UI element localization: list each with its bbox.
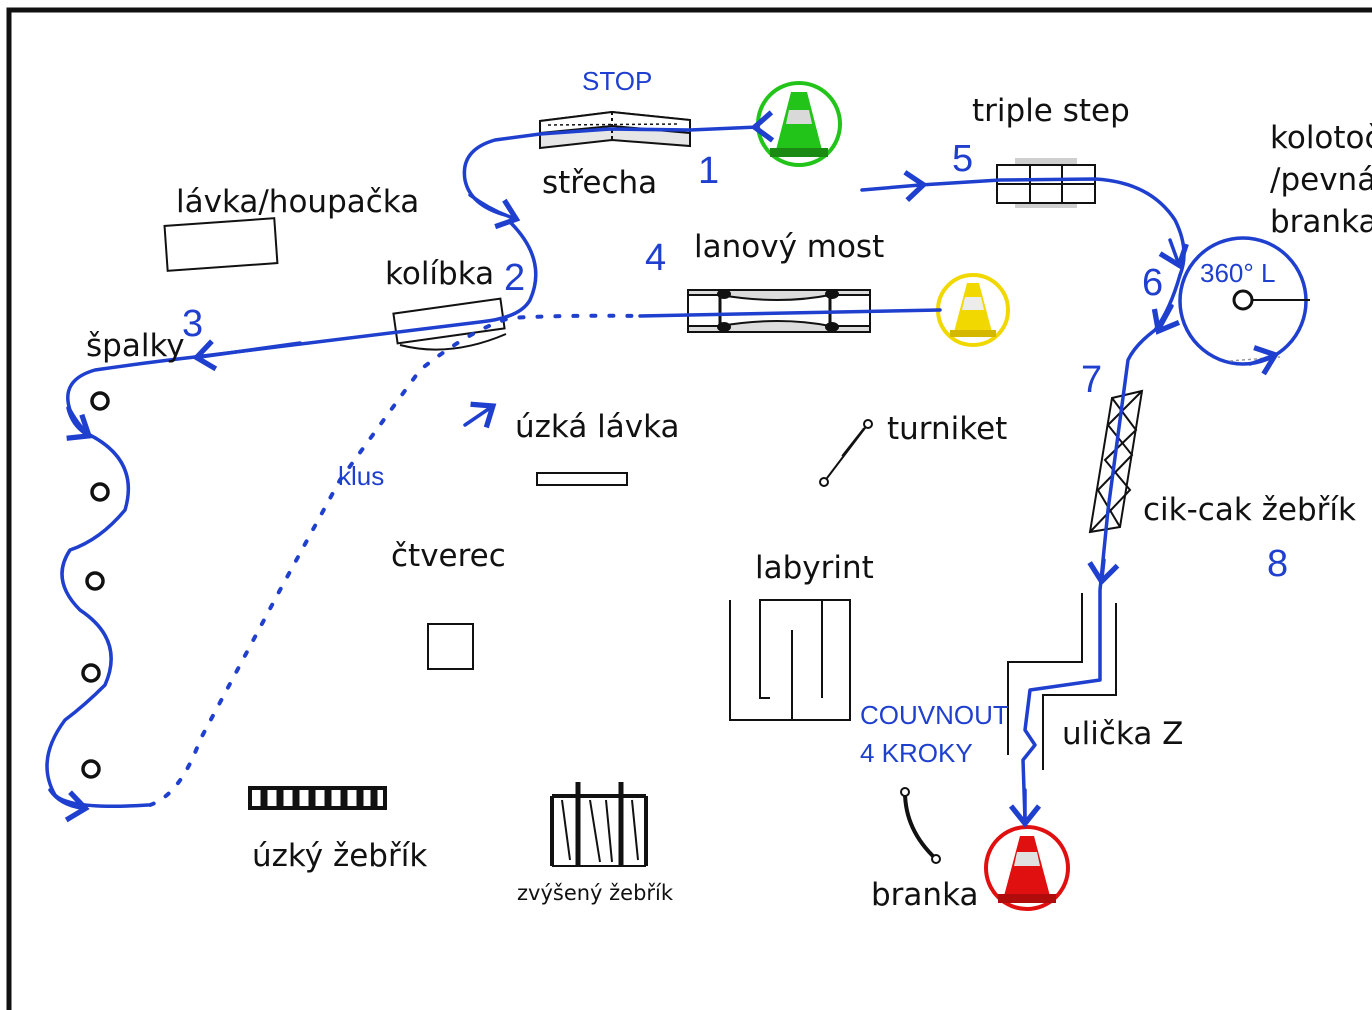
rotation-note: 360° L (1200, 258, 1275, 288)
zvyseny-zebrik-label: zvýšený žebřík (517, 881, 674, 905)
ctverec-label: čtverec (391, 538, 506, 574)
checkpoint-cone (936, 273, 1010, 347)
kolibka-label: kolíbka (385, 256, 494, 292)
turniket-obstacle (819, 419, 873, 487)
ulicka-z-label: ulička Z (1062, 716, 1183, 752)
step-number-5: 5 (952, 138, 973, 180)
lanovy-most-obstacle (687, 289, 871, 333)
step-number-4: 4 (645, 237, 666, 279)
uzka-lavka-label: úzká lávka (515, 409, 680, 445)
lanovy-most-label: lanový most (694, 229, 884, 265)
zvyseny-zebrik-obstacle (550, 782, 648, 867)
labyrint-obstacle (729, 599, 851, 721)
triple-step-obstacle (996, 158, 1096, 208)
labyrint-label: labyrint (755, 550, 874, 586)
lavka-houpacka-obstacle (163, 217, 279, 272)
step-number-6: 6 (1142, 262, 1163, 304)
finish-cone (984, 825, 1070, 911)
strecha-label: střecha (542, 165, 657, 201)
uzky-zebrik-obstacle (248, 786, 387, 810)
branka-obstacle (900, 787, 941, 864)
uzka-lavka-obstacle (536, 472, 628, 486)
stop-label-text: STOP (582, 66, 652, 96)
kolotoc-label-2: /pevná (1270, 162, 1372, 198)
ctverec-obstacle (427, 623, 474, 670)
step-number-3: 3 (182, 303, 203, 345)
spalky-label: špalky (86, 328, 185, 364)
triple-step-label: triple step (972, 93, 1130, 129)
turniket-label: turniket (887, 411, 1007, 447)
kolibka-obstacle (392, 297, 507, 351)
branka-label: branka (871, 877, 978, 913)
couvnout-note-2: 4 KROKY (860, 738, 973, 768)
start-cone (756, 81, 842, 167)
step-number-8: 8 (1267, 543, 1288, 585)
uzky-zebrik-label: úzký žebřík (252, 838, 427, 874)
cik-cak-label: cik-cak žebřík (1143, 492, 1356, 528)
route-path (45, 110, 1280, 828)
kolotoc-obstacle (1178, 236, 1310, 366)
step-number-7: 7 (1081, 359, 1102, 401)
ulicka-z-obstacle (1007, 593, 1117, 770)
kolotoc-label-3: branka (1270, 204, 1372, 240)
step-number-2: 2 (504, 257, 525, 299)
couvnout-note-1: COUVNOUT (860, 700, 1009, 730)
klus-note: klus (338, 461, 384, 491)
course-border (6, 7, 1372, 1010)
spalky-obstacle (81, 391, 110, 779)
lavka-houpacka-label: lávka/houpačka (176, 184, 419, 220)
step-number-1: 1 (698, 150, 719, 192)
kolotoc-label-1: kolotoč (1270, 120, 1372, 156)
